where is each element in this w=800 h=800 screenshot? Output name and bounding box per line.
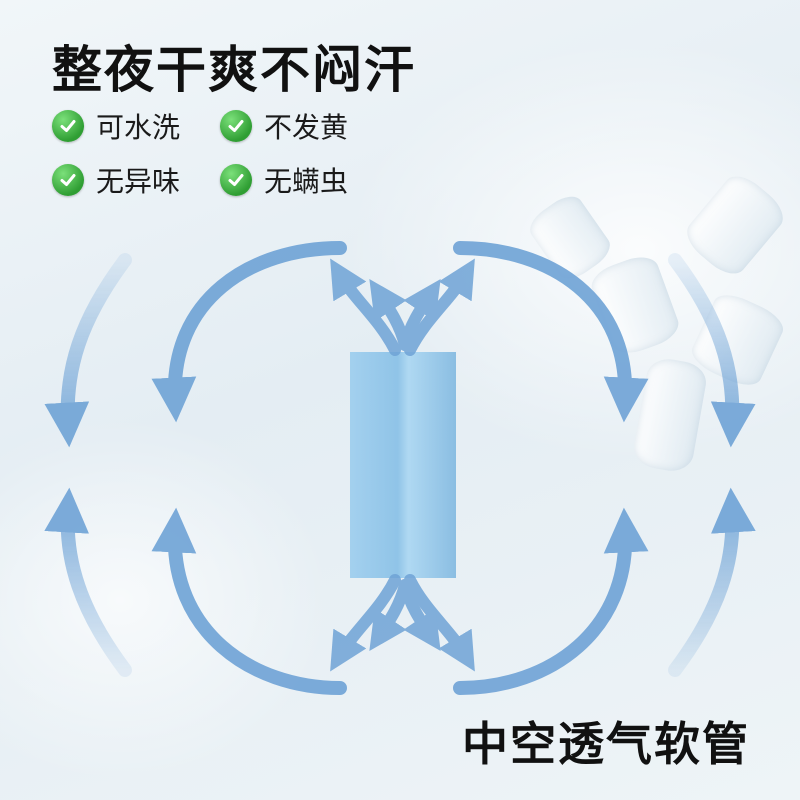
feature-label: 可水洗: [96, 111, 181, 144]
check-circle-icon: [52, 110, 84, 142]
airflow-arrow: [44, 253, 132, 448]
airflow-arrow: [453, 507, 649, 695]
headline: 整夜干爽不闷汗: [52, 41, 416, 99]
airflow-arrow: [668, 253, 756, 448]
feature-label: 无螨虫: [264, 165, 349, 198]
airflow-arrow: [399, 279, 441, 351]
airflow-arrow: [151, 507, 347, 695]
feature-list: 可水洗 不发黄 无异味 无螨虫: [52, 108, 380, 198]
airflow-arrow: [330, 258, 401, 356]
feature-item: 不发黄: [220, 108, 380, 144]
feature-label: 不发黄: [264, 111, 349, 144]
feature-item: 无异味: [52, 162, 220, 198]
airflow-arrow: [44, 487, 132, 677]
check-circle-icon: [220, 164, 252, 196]
airflow-arrow: [399, 579, 441, 651]
check-circle-icon: [52, 164, 84, 196]
feature-item: 可水洗: [52, 108, 220, 144]
airflow-arrow: [668, 487, 756, 677]
check-circle-icon: [220, 110, 252, 142]
hollow-tube: [350, 352, 456, 578]
airflow-arrow: [453, 241, 649, 423]
feature-label: 无异味: [96, 165, 181, 198]
feature-item: 无螨虫: [220, 162, 380, 198]
airflow-arrow: [330, 574, 401, 672]
airflow-arrow: [151, 241, 347, 423]
caption: 中空透气软管: [462, 717, 750, 771]
